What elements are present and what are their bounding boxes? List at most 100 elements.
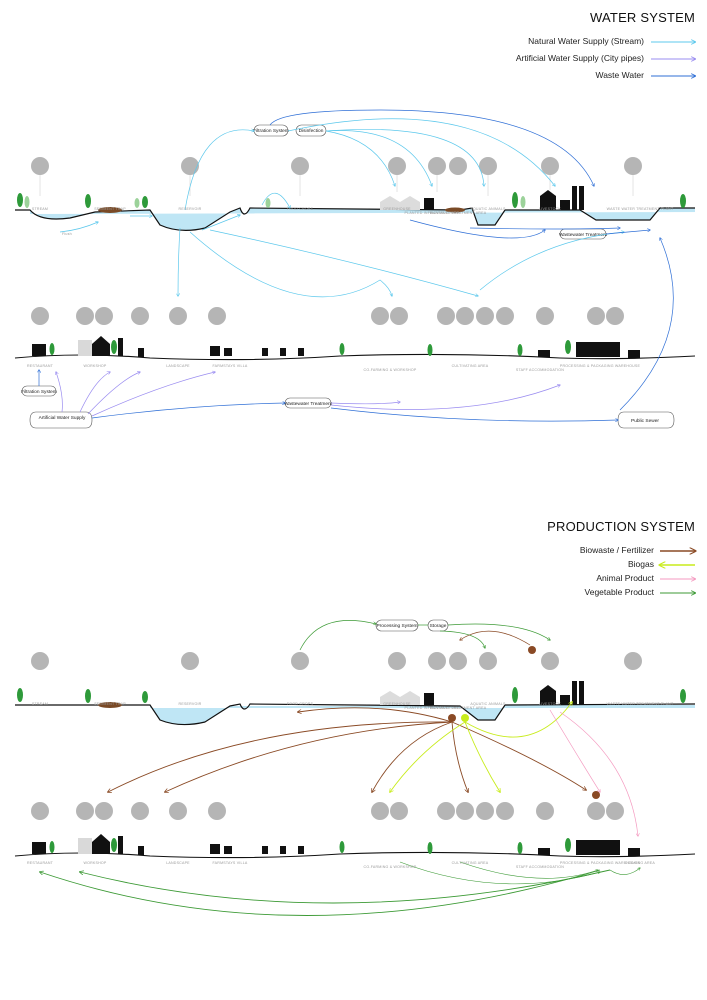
water-legend: Natural Water Supply (Stream) Artificial… <box>516 36 695 80</box>
production-top-label-3: FOOD CROPS <box>287 702 314 706</box>
production-bottom-landscape <box>14 834 696 859</box>
landscape-icon <box>169 307 187 325</box>
water-top-label-5: PLANTED INFRASTRUCTURE <box>405 211 460 215</box>
workshop-icon <box>76 307 94 325</box>
bed-icon <box>536 802 554 820</box>
co-farming-icon <box>371 802 389 820</box>
biowaste-marker-warehouse-icon <box>592 791 600 799</box>
production-top-landscape <box>15 681 696 726</box>
production-bottom-label-2: LANDSCAPE <box>166 861 190 865</box>
filtration-system-box-top: Filtration System <box>253 124 289 137</box>
water-bottom-label-2: LANDSCAPE <box>166 364 190 368</box>
landscape-icon <box>169 802 187 820</box>
water-top-label-6: BIOWASTE TREATMENT AREA <box>430 211 487 215</box>
water-bottom-label-6: STAFF ACCOMMODATION <box>516 368 564 372</box>
legend-label-biowaste: Biowaste / Fertilizer <box>580 545 654 555</box>
production-bottom-label-8: COOKING AREA <box>625 861 655 865</box>
production-bottom-label-4: CO-FARMING & WORKSHOP <box>364 865 417 869</box>
fruit-icon <box>476 307 494 325</box>
water-top-landscape <box>15 186 695 231</box>
production-top-label-7: AQUATIC ANIMALS <box>470 702 506 706</box>
public-sewer-pipe: Public Sewer <box>617 411 675 429</box>
production-bottom-label-3: FARMSTAYS VILLA <box>212 861 247 865</box>
water-bottom-label-4: CO-FARMING & WORKSHOP <box>364 368 417 372</box>
production-top-icon-row <box>31 652 642 670</box>
livestock-icon <box>541 157 559 175</box>
production-top-label-2: RESERVOIR <box>179 702 202 706</box>
delivery-icon <box>606 307 624 325</box>
water-bottom-label-7: PROCESSING & PACKAGING WAREHOUSE <box>560 364 641 368</box>
biowaste-marker-icon <box>528 646 536 654</box>
vegetable-icon <box>456 307 474 325</box>
production-top-label-4: GREENHOUSE <box>383 702 411 706</box>
water-bottom-label-1: WORKSHOP <box>84 364 107 368</box>
water-bottom-label-3: FARMSTAYS VILLA <box>212 364 247 368</box>
package-icon <box>587 307 605 325</box>
svg-text:Processing System: Processing System <box>376 623 417 629</box>
production-top-label-6: BIOWASTE TREATMENT AREA <box>430 706 487 710</box>
recycle-icon <box>449 652 467 670</box>
water-bottom-label-5: CULTIVATING AREA <box>452 364 489 368</box>
reservoir-icon <box>181 652 199 670</box>
location-icon <box>95 307 113 325</box>
wastewater-treatment-box-bottom: Wastewater Treatment <box>284 397 333 409</box>
production-bottom-label-1: WORKSHOP <box>84 861 107 865</box>
svg-text:Public Sewer: Public Sewer <box>631 418 659 424</box>
co-farming-icon <box>371 307 389 325</box>
production-bottom-label-6: STAFF ACCOMMODATION <box>516 865 564 869</box>
villa-icon <box>208 307 226 325</box>
legend-label-vegetable-product: Vegetable Product <box>585 587 655 597</box>
fruit-icon <box>476 802 494 820</box>
water-top-label-7: AQUATIC ANIMALS <box>470 207 506 211</box>
leaf-icon <box>437 802 455 820</box>
people-icon <box>131 802 149 820</box>
production-top-label-5: PLANTED INFRASTRUCTURE <box>405 706 460 710</box>
production-top-label-0: STREAM <box>32 702 48 706</box>
production-top-label-1: SEDIMENT TRAP <box>94 702 126 706</box>
icon-leader-lines <box>39 175 634 196</box>
production-bottom-icon-row <box>31 802 624 820</box>
workshop-pin-icon <box>390 802 408 820</box>
waste-water-plant-icon <box>624 157 642 175</box>
recycle-icon <box>449 157 467 175</box>
wastewater-treatment-box-top: Wastewater Treatment <box>559 228 608 240</box>
production-flow-arrows <box>40 620 640 916</box>
production-system-title: PRODUCTION SYSTEM <box>547 519 695 534</box>
livestock-icon <box>541 652 559 670</box>
artificial-water-supply-pipe: Artificial Water Supply <box>29 411 93 429</box>
production-bottom-label-7: PROCESSING & PACKAGING WAREHOUSE <box>560 861 641 865</box>
water-top-label-9: WASTE WATER TREATMENT PLANT <box>607 207 674 211</box>
svg-text:Filtration System: Filtration System <box>253 128 289 134</box>
svg-text:Storage: Storage <box>430 623 447 629</box>
restaurant-icon <box>31 307 49 325</box>
water-system-title: WATER SYSTEM <box>590 10 695 25</box>
package-icon <box>587 802 605 820</box>
water-top-label-3: FOOD CROPS <box>287 207 314 211</box>
food-crops-icon <box>291 157 309 175</box>
waste-water-plant-icon <box>624 652 642 670</box>
svg-text:Wastewater Treatment: Wastewater Treatment <box>284 401 333 407</box>
greenhouse-icon <box>388 157 406 175</box>
planted-infrastructure-icon <box>428 157 446 175</box>
bed-icon <box>536 307 554 325</box>
legend-label-animal-product: Animal Product <box>596 573 654 583</box>
water-bottom-icon-row <box>31 307 624 325</box>
svg-text:Filtration System: Filtration System <box>21 389 57 395</box>
restaurant-icon <box>31 802 49 820</box>
stream-icon <box>31 157 49 175</box>
workshop-icon <box>76 802 94 820</box>
water-top-label-1: SEDIMENT TRAP <box>94 207 126 211</box>
crop-icon <box>496 307 514 325</box>
crop-icon <box>496 802 514 820</box>
flush-label: Flush <box>62 232 72 236</box>
production-top-label-8: LIVESTOCK <box>539 702 561 706</box>
water-top-label-4: GREENHOUSE <box>383 207 411 211</box>
production-system-section: PRODUCTION SYSTEM Biowaste / Fertilizer … <box>14 519 696 916</box>
legend-label-biogas: Biogas <box>628 559 654 569</box>
svg-text:Artificial Water Supply: Artificial Water Supply <box>39 415 86 421</box>
villa-icon <box>208 802 226 820</box>
water-bottom-landscape <box>14 336 696 361</box>
legend-label-city-pipes: Artificial Water Supply (City pipes) <box>516 53 644 63</box>
processing-system-box: Processing System <box>375 619 419 632</box>
